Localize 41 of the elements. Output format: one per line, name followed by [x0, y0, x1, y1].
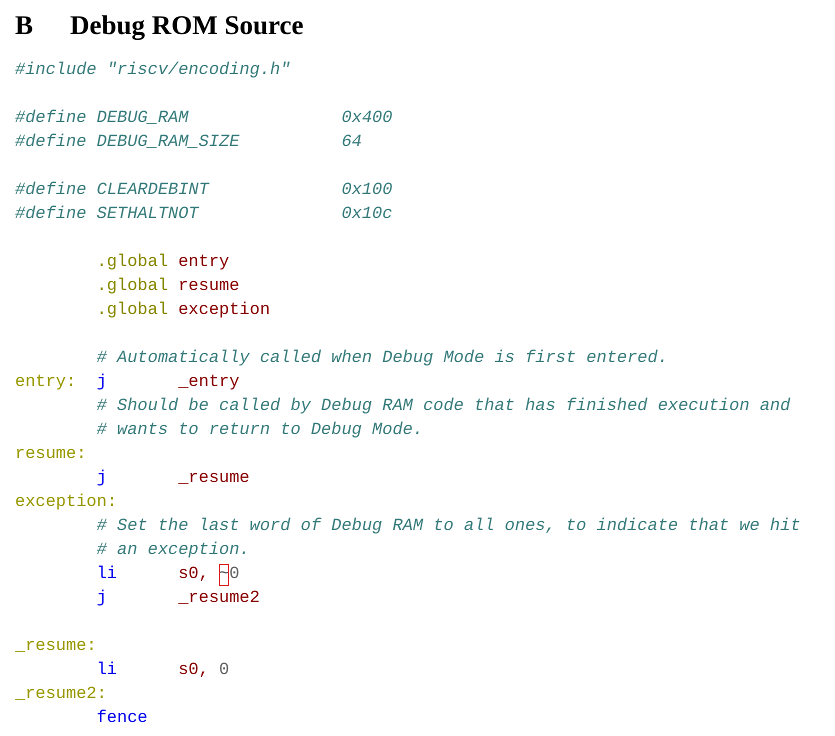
code-label: exception: [15, 492, 118, 514]
instruction: j [96, 588, 107, 610]
symbol-name: _resume2 [178, 588, 260, 610]
instruction: j [96, 468, 107, 490]
code-label: _resume2: [15, 684, 107, 706]
assembler-directive: .global [96, 252, 168, 274]
assembler-directive: .global [96, 300, 168, 322]
error-marked-character: ~ [219, 564, 230, 586]
section-number: B [15, 9, 34, 42]
code-comment: 0x10c [341, 204, 392, 226]
symbol-name: exception [178, 300, 270, 322]
code-comment: # wants to return to Debug Mode. [96, 420, 424, 442]
code-comment: #define DEBUG_RAM_SIZE [15, 132, 240, 154]
code-comment: 64 [341, 132, 362, 154]
instruction: li [96, 564, 118, 586]
code-label: resume: [15, 444, 86, 466]
code-comment: #include "riscv/encoding.h" [15, 60, 290, 82]
code-comment: #define SETHALTNOT [15, 204, 199, 226]
instruction: fence [96, 708, 148, 730]
code-comment: # an exception. [96, 540, 250, 562]
code-comment: # Should be called by Debug RAM code that has finished execution and [96, 396, 790, 418]
symbol-name: resume [178, 276, 240, 298]
assembler-directive: .global [96, 276, 168, 298]
code-comment: #define CLEARDEBINT [15, 180, 209, 202]
code-comment: 0x400 [341, 108, 392, 130]
symbol-name: _resume [178, 468, 250, 490]
code-comment: 0x100 [341, 180, 392, 202]
code-comment: # Set the last word of Debug RAM to all ones, to indicate that we hit [96, 516, 801, 538]
number-literal: 0 [229, 564, 240, 586]
code-label: entry: [15, 372, 76, 394]
code-label: _resume: [15, 636, 97, 658]
section-title: Debug ROM Source [70, 9, 304, 42]
symbol-name: s0, [178, 660, 209, 682]
symbol-name: entry [178, 252, 230, 274]
symbol-name: s0, [178, 564, 209, 586]
instruction: li [96, 660, 118, 682]
code-comment: # Automatically called when Debug Mode is first entered. [96, 348, 668, 370]
symbol-name: _entry [178, 372, 240, 394]
code-comment: #define DEBUG_RAM [15, 108, 188, 130]
instruction: j [96, 372, 107, 394]
number-literal: 0 [219, 660, 230, 682]
